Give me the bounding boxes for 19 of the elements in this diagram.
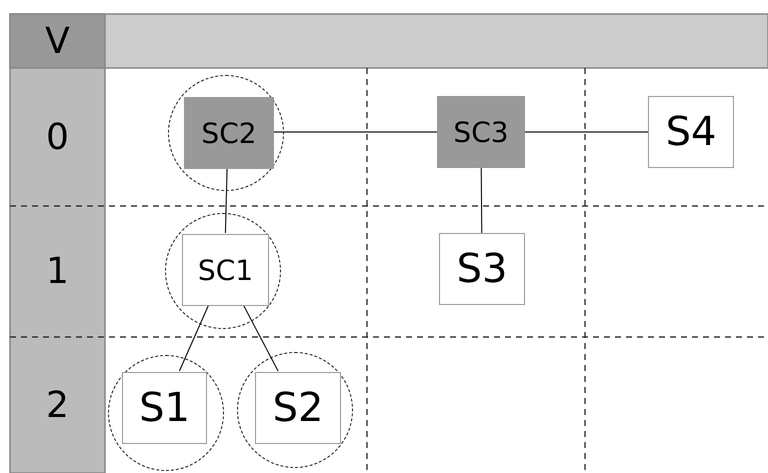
node-box: S1: [122, 372, 207, 444]
connector-line: [224, 168, 228, 234]
node-box: S3: [439, 233, 525, 305]
node-box: SC1: [182, 234, 269, 306]
dashed-circle: [108, 355, 224, 471]
row-number: 1: [46, 251, 69, 292]
dashed-circle: [168, 75, 284, 191]
dashed-circle: [237, 352, 353, 468]
row-number: 2: [46, 384, 69, 426]
node-box: S2: [255, 372, 341, 444]
dashed-circle: [165, 213, 281, 329]
connector-line: [480, 168, 482, 234]
node-box: SC2: [184, 97, 274, 169]
node-box: S4: [648, 96, 734, 168]
column-header: V: [45, 20, 70, 62]
connector-line: [242, 304, 279, 372]
connector-line: [178, 304, 210, 372]
node-box: SC3: [437, 96, 525, 168]
row-number: 0: [46, 116, 69, 158]
